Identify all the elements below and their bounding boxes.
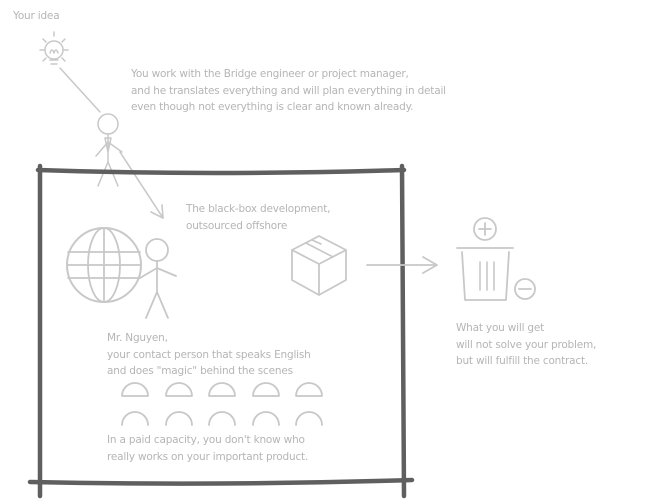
result-line: will not solve your problem, xyxy=(456,338,597,351)
workers-icon xyxy=(121,382,323,426)
intro-text: You work with the Bridge engineer or pro… xyxy=(131,66,446,116)
trash-can-icon xyxy=(456,247,514,301)
intro-line: You work with the Bridge engineer or pro… xyxy=(131,68,409,80)
stick-figure-contact xyxy=(139,238,177,319)
paid-line: really works on your important product. xyxy=(107,450,309,463)
intro-line: even though not everything is clear and … xyxy=(131,101,414,113)
blackbox-text: The black-box development, outsourced of… xyxy=(186,201,330,234)
result-line: but will fulfill the contract. xyxy=(456,355,589,367)
globe-icon xyxy=(66,227,142,303)
blackbox-line: outsourced offshore xyxy=(186,219,288,232)
minus-circle-icon xyxy=(514,278,536,300)
paid-text: In a paid capacity, you don't know who r… xyxy=(107,432,308,465)
paid-line: In a paid capacity, you don't know who xyxy=(107,434,305,446)
intro-line: and he translates everything and will pl… xyxy=(131,84,446,97)
your-idea-label: Your idea xyxy=(13,10,60,22)
blackbox-line: The black-box development, xyxy=(186,203,331,215)
contact-line: Mr. Nguyen, xyxy=(107,332,168,344)
box-icon xyxy=(291,235,347,296)
arrow-to-result xyxy=(366,256,438,274)
contact-line: your contact person that speaks English xyxy=(107,348,311,361)
stick-figure-client xyxy=(95,113,123,187)
lightbulb-icon xyxy=(39,31,69,65)
result-text: What you will get will not solve your pr… xyxy=(456,320,596,370)
arrow-to-blackbox xyxy=(119,151,164,219)
blackbox-frame xyxy=(27,163,415,499)
contact-text: Mr. Nguyen, your contact person that spe… xyxy=(107,330,311,380)
contact-line: and does "magic" behind the scenes xyxy=(107,365,293,377)
idea-connector-line xyxy=(59,67,101,113)
plus-circle-icon xyxy=(473,217,497,241)
result-line: What you will get xyxy=(456,322,545,334)
